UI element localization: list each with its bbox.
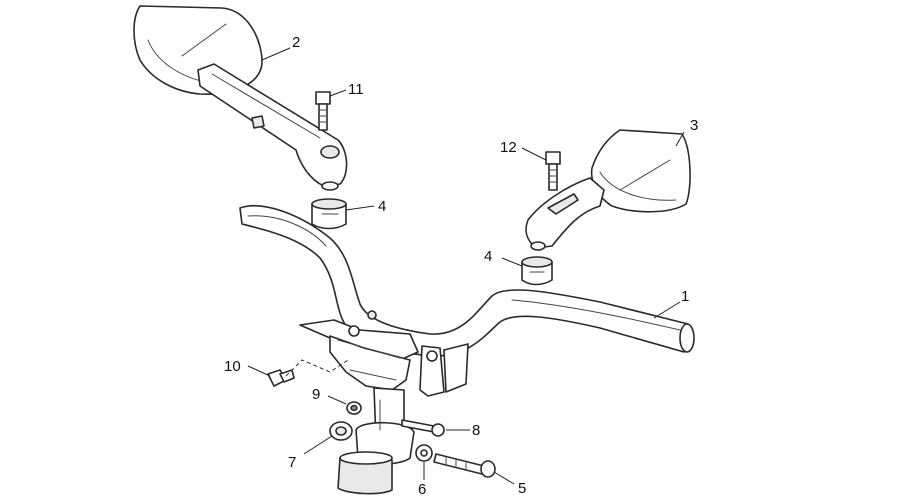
nut-9 (346, 401, 362, 415)
bushing-7 (329, 421, 353, 441)
screw-left (315, 91, 331, 131)
left-mirror (133, 5, 348, 191)
callout-4-left: 4 (378, 198, 386, 215)
leader-11 (329, 89, 347, 97)
leader-10 (247, 365, 271, 377)
callout-10: 10 (224, 358, 241, 375)
steering-stem (337, 387, 415, 495)
callout-1: 1 (681, 288, 689, 305)
callout-11: 11 (348, 81, 364, 98)
callout-labels: 1 2 3 4 4 5 6 7 8 9 10 11 12 (224, 34, 698, 496)
screw-right (545, 151, 561, 191)
leader-5 (493, 471, 515, 485)
callout-3: 3 (690, 117, 698, 134)
leader-4a (345, 205, 375, 211)
leader-12 (521, 147, 547, 161)
leader-4b (501, 257, 523, 267)
callout-8: 8 (472, 422, 480, 439)
mirror-adapter-right (521, 256, 553, 286)
small-screw (267, 359, 349, 387)
callout-7: 7 (288, 454, 296, 471)
leader-7 (303, 435, 333, 455)
handlebar-clamp (299, 319, 469, 397)
callout-5: 5 (518, 480, 526, 496)
leader-9 (327, 395, 347, 405)
bolt-5 (433, 453, 496, 478)
right-mirror (525, 129, 691, 251)
callout-9: 9 (312, 386, 320, 403)
leader-3 (675, 131, 685, 147)
leader-2 (261, 47, 291, 61)
leader-1 (653, 301, 681, 319)
callout-4-right: 4 (484, 248, 492, 265)
callout-12: 12 (500, 139, 517, 156)
callout-2: 2 (292, 34, 300, 51)
washer-6 (415, 444, 433, 462)
callout-6: 6 (418, 481, 426, 496)
mirror-adapter-left (311, 198, 347, 230)
leader-lines (247, 47, 685, 485)
handlebar (239, 204, 695, 357)
bolt-8 (401, 419, 445, 437)
